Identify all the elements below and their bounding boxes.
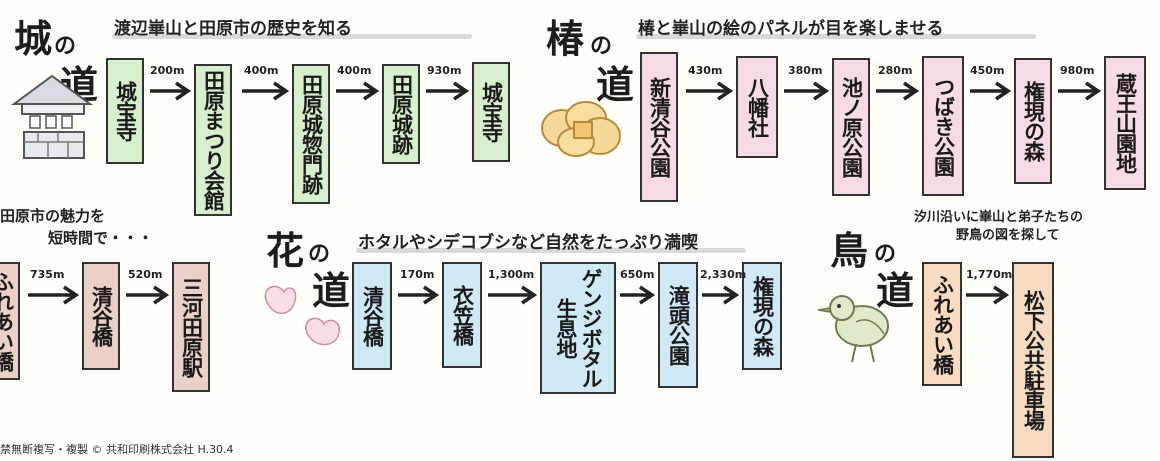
camellia-arrow-1 bbox=[686, 81, 734, 101]
castle-distance-4: 930m bbox=[427, 64, 462, 77]
flower-distance-1: 170m bbox=[400, 268, 435, 281]
flower-distance-4: 2,330m bbox=[700, 268, 747, 281]
flower-route-title-michi: 道 bbox=[312, 268, 351, 313]
castle-arrow-2 bbox=[242, 81, 290, 101]
short-route-subtitle-line2: 短時間で・・・ bbox=[48, 229, 154, 247]
short-arrow-2 bbox=[126, 285, 170, 305]
flower-stop-4: 滝頭公園 bbox=[658, 262, 698, 388]
camellia-stop-4: つばき公園 bbox=[922, 56, 964, 196]
bird-distance-1: 1,770m bbox=[966, 268, 1013, 281]
flower-stop-3: ゲンジボタル生息地 bbox=[540, 262, 616, 394]
bird-stop-1: ふれあい橋 bbox=[922, 262, 962, 386]
short-stop-3: 三河田原駅 bbox=[172, 262, 210, 392]
camellia-distance-5: 980m bbox=[1060, 64, 1095, 77]
flower-route-subtitle: ホタルやシデコブシなど自然をたっぷり満喫 bbox=[358, 233, 698, 253]
flower-stop-1: 清谷橋 bbox=[352, 262, 392, 370]
bird-route-subtitle-line1: 汐川沿いに崋山と弟子たちの bbox=[914, 210, 1084, 225]
camellia-route-title-no: の bbox=[590, 34, 613, 59]
bird-route-title-no: の bbox=[874, 242, 897, 267]
short-distance-2: 520m bbox=[128, 268, 163, 281]
castle-gate-illustration bbox=[10, 74, 94, 159]
copyright-notice: 禁無断複写・複製 © 共和印刷株式会社 H.30.4 bbox=[0, 443, 234, 456]
camellia-stop-1: 新清谷公園 bbox=[640, 52, 678, 202]
castle-arrow-4 bbox=[426, 81, 470, 101]
bird-route-title-michi: 道 bbox=[876, 268, 915, 313]
castle-stop-5: 城宝寺 bbox=[472, 62, 510, 162]
flower-arrow-4 bbox=[702, 285, 740, 305]
sakura-petal-illustration bbox=[264, 285, 341, 346]
camellia-arrow-2 bbox=[784, 81, 830, 101]
camellia-route-title-kanji: 椿 bbox=[546, 16, 585, 61]
flower-stop-5: 権現の森 bbox=[742, 262, 782, 370]
short-route-subtitle-line1: 田原市の魅力を bbox=[0, 207, 106, 225]
camellia-flower-illustration bbox=[541, 101, 621, 157]
castle-stop-2: 田原まつり会館 bbox=[194, 64, 232, 216]
camellia-route-title-michi: 道 bbox=[596, 62, 635, 107]
camellia-arrow-5 bbox=[1058, 81, 1102, 101]
castle-arrow-1 bbox=[150, 81, 192, 101]
castle-distance-2: 400m bbox=[244, 64, 279, 77]
flower-arrow-2 bbox=[488, 285, 538, 305]
bird-route-title-kanji: 鳥 bbox=[830, 228, 869, 273]
bird-stop-2: 松下公共駐車場 bbox=[1012, 262, 1054, 458]
castle-stop-1: 城宝寺 bbox=[106, 58, 144, 164]
camellia-stop-6: 蔵王山園地 bbox=[1104, 56, 1146, 190]
camellia-distance-2: 380m bbox=[788, 64, 823, 77]
flower-arrow-1 bbox=[398, 285, 440, 305]
castle-route-title-kanji: 城 bbox=[14, 16, 53, 61]
castle-distance-3: 400m bbox=[337, 64, 372, 77]
camellia-arrow-3 bbox=[876, 81, 920, 101]
camellia-arrow-4 bbox=[970, 81, 1012, 101]
short-distance-1: 735m bbox=[30, 268, 65, 281]
camellia-distance-4: 450m bbox=[970, 64, 1005, 77]
flower-route-title-kanji: 花 bbox=[266, 228, 305, 273]
flower-distance-3: 650m bbox=[620, 268, 655, 281]
short-stop-1: ふれあい橋 bbox=[0, 262, 20, 380]
bird-illustration bbox=[817, 295, 889, 363]
flower-route-title-no: の bbox=[308, 242, 331, 267]
castle-stop-4: 田原城跡 bbox=[382, 64, 420, 164]
short-arrow-1 bbox=[28, 285, 80, 305]
flower-stop-2: 衣笠橋 bbox=[442, 262, 482, 368]
castle-arrow-3 bbox=[336, 81, 380, 101]
camellia-distance-3: 280m bbox=[878, 64, 913, 77]
castle-route-subtitle: 渡辺崋山と田原市の歴史を知る bbox=[114, 19, 352, 39]
camellia-stop-3: 池ノ原公園 bbox=[832, 58, 870, 196]
camellia-route-subtitle: 椿と崋山の絵のパネルが目を楽しませる bbox=[638, 19, 944, 39]
castle-route-title-no: の bbox=[54, 34, 77, 59]
camellia-stop-2: 八幡社 bbox=[736, 56, 778, 158]
bird-arrow-1 bbox=[966, 285, 1010, 305]
flower-arrow-3 bbox=[620, 285, 656, 305]
flower-distance-2: 1,300m bbox=[488, 268, 535, 281]
short-stop-2: 清谷橋 bbox=[82, 262, 120, 370]
camellia-distance-1: 430m bbox=[688, 64, 723, 77]
castle-distance-1: 200m bbox=[150, 64, 185, 77]
castle-stop-3: 田原城惣門跡 bbox=[292, 64, 330, 204]
bird-route-subtitle-line2: 野鳥の図を探して bbox=[956, 228, 1060, 243]
camellia-stop-5: 権現の森 bbox=[1014, 58, 1052, 184]
